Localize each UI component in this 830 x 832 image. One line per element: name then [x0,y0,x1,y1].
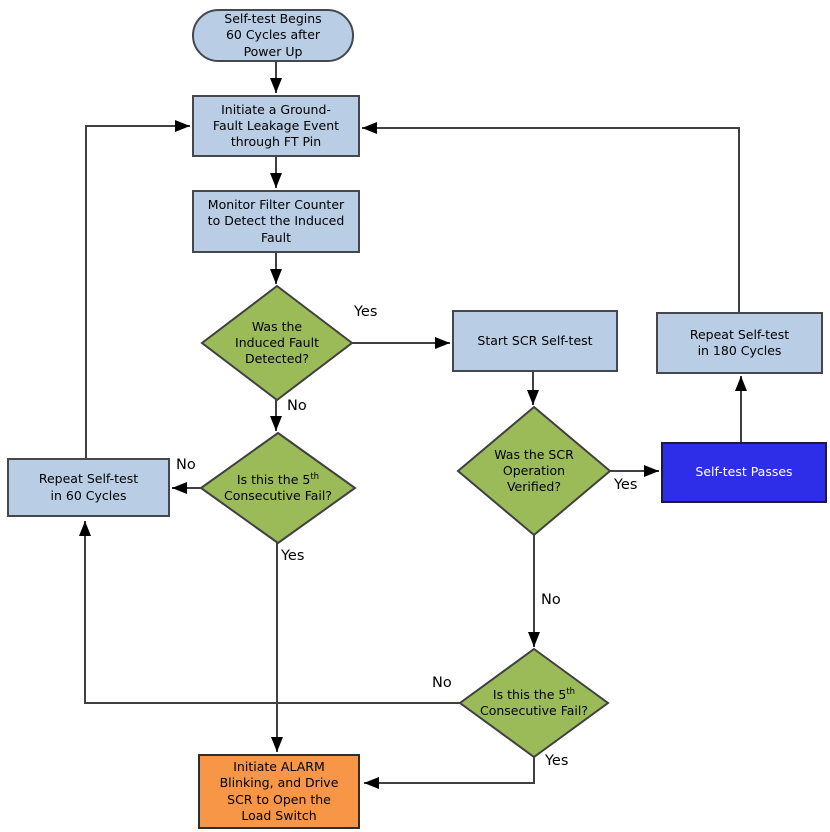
edge-fifth-right-no [79,521,460,704]
node-self-test-passes-label: Self-test Passes [695,464,793,480]
decision-shape-fault-detected [200,284,354,402]
edge-label-fifth-left-yes: Yes [281,548,305,564]
edge-repeat180-to-initiate [362,122,740,312]
node-start-scr: Start SCR Self-test [452,310,618,372]
edge-label-fifth-left-no: No [176,457,196,473]
edge-repeat60-to-initiate [85,120,190,458]
node-start-scr-label: Start SCR Self-test [477,332,593,348]
edge-label-scr-verified-no: No [541,592,561,608]
edge-label-fault-detected-yes: Yes [354,304,378,320]
edge-label-scr-verified-yes: Yes [614,477,638,493]
decision-shape-fifth-fail-left [199,431,357,545]
edge-label-fifth-right-no: No [432,675,452,691]
node-self-test-passes: Self-test Passes [661,442,827,503]
decision-shape-fifth-fail-right [458,647,610,759]
edge-fifth-right-yes [364,757,535,789]
edge-label-fault-detected-no: No [287,398,307,414]
edge-label-fifth-right-yes: Yes [545,753,569,769]
decision-shape-scr-verified [456,405,612,537]
